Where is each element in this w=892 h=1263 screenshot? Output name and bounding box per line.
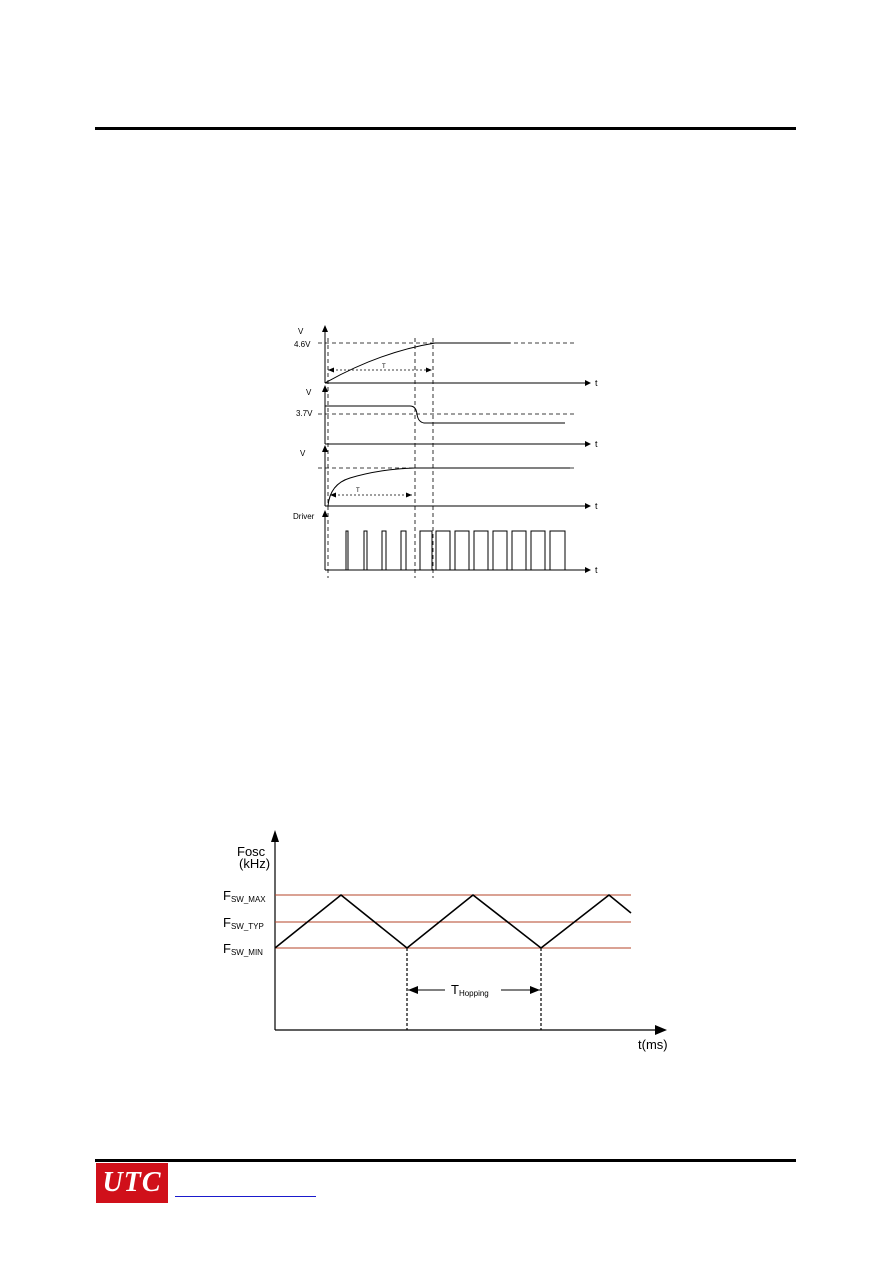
fsw-min-label: FSW_MIN xyxy=(223,941,263,957)
fsw-max-label: FSW_MAX xyxy=(223,888,266,904)
startup-timing-diagram: V 4.6V t T V 3.7V t V t T Driver t xyxy=(293,325,598,578)
utc-logo: UTC xyxy=(96,1163,168,1203)
level-3-7v-label: 3.7V xyxy=(296,409,313,418)
frequency-hopping-diagram: Fosc (kHz) t(ms) FSW_MAX FSW_TYP FSW_MIN… xyxy=(223,830,668,1052)
driver-label: Driver xyxy=(293,512,315,521)
x-axis-label: t(ms) xyxy=(638,1037,668,1052)
vsupp-label: V xyxy=(298,327,304,336)
time-axis-label: t xyxy=(595,501,598,511)
arrow-icon xyxy=(585,380,591,386)
vout-curve xyxy=(327,467,570,507)
arrow-icon xyxy=(271,830,279,842)
time-axis-label: t xyxy=(595,439,598,449)
arrow-icon xyxy=(322,325,328,332)
time-axis-label: t xyxy=(595,378,598,388)
level-4-6v-label: 4.6V xyxy=(294,340,311,349)
t-prot-label: T xyxy=(382,364,386,370)
vfb-label: V xyxy=(306,388,312,397)
y-axis-unit: (kHz) xyxy=(239,856,270,871)
footer-rule xyxy=(95,1159,796,1162)
vout-label: V xyxy=(300,449,306,458)
fsw-typ-label: FSW_TYP xyxy=(223,915,264,931)
frequency-triangle-wave xyxy=(274,893,632,950)
website-link[interactable] xyxy=(175,1196,316,1197)
t-startup-label: T xyxy=(356,488,360,494)
driver-pulse-train xyxy=(325,530,570,571)
time-axis-label: t xyxy=(595,565,598,575)
t-hopping-label: THopping xyxy=(451,982,489,998)
y-axis-label: Fosc xyxy=(237,844,266,859)
vfb-curve xyxy=(325,405,565,424)
vsupp-curve xyxy=(324,342,510,384)
arrow-icon xyxy=(655,1025,667,1035)
header-rule xyxy=(95,127,796,130)
